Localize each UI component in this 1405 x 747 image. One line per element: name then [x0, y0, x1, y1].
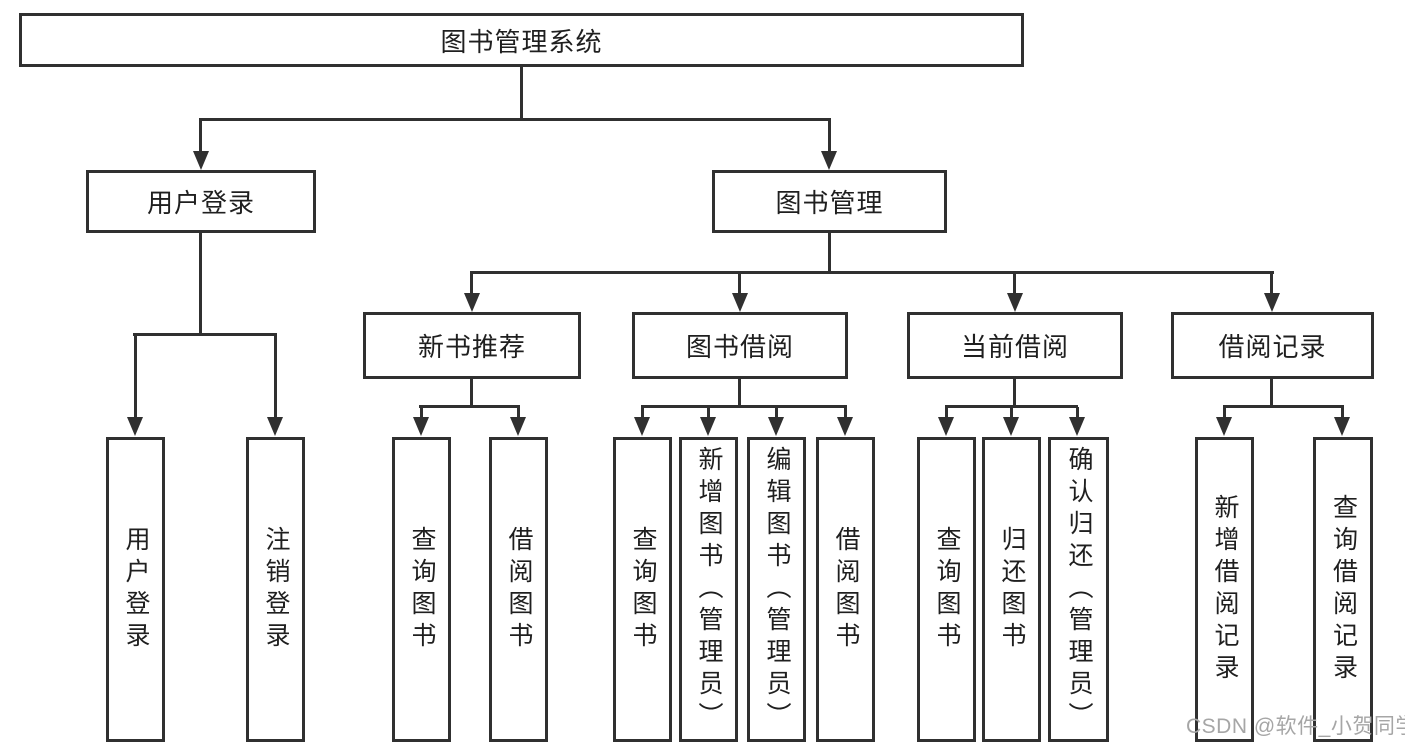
connector	[1341, 407, 1344, 420]
arrowhead-down-icon	[1264, 293, 1280, 312]
connector	[1010, 407, 1013, 420]
connector	[199, 120, 202, 153]
leaf-borrow-books-borrowing: 借阅图书	[816, 437, 875, 742]
leaf-label: 新增借阅记录	[1211, 493, 1239, 686]
connector	[419, 405, 520, 408]
arrowhead-down-icon	[1334, 417, 1350, 436]
node-book-management: 图书管理	[712, 170, 947, 233]
connector	[775, 407, 778, 420]
connector	[199, 118, 831, 121]
connector	[1270, 273, 1273, 297]
leaf-label: 归还图书	[998, 525, 1026, 654]
arrowhead-down-icon	[267, 417, 283, 436]
arrowhead-down-icon	[634, 417, 650, 436]
connector	[133, 333, 277, 336]
leaf-logout-login: 注销登录	[246, 437, 305, 742]
arrowhead-down-icon	[413, 417, 429, 436]
arrowhead-down-icon	[821, 151, 837, 170]
connector	[1270, 378, 1273, 408]
arrowhead-down-icon	[938, 417, 954, 436]
leaf-label: 查询图书	[408, 525, 436, 654]
watermark: CSDN @软件_小贺同学	[1186, 715, 1405, 738]
arrowhead-down-icon	[837, 417, 853, 436]
connector	[420, 407, 423, 420]
arrowhead-down-icon	[1003, 417, 1019, 436]
leaf-label: 借阅图书	[505, 525, 533, 654]
leaf-label: 确认归还（管理员）	[1065, 445, 1093, 734]
connector	[1013, 378, 1016, 408]
connector	[945, 405, 1078, 408]
connector	[470, 271, 1274, 274]
leaf-borrow-books-recommend: 借阅图书	[489, 437, 548, 742]
arrowhead-down-icon	[1069, 417, 1085, 436]
leaf-label: 查询图书	[629, 525, 657, 654]
connector	[199, 232, 202, 336]
leaf-label: 用户登录	[122, 525, 150, 654]
leaf-confirm-return-admin: 确认归还（管理员）	[1048, 437, 1109, 742]
leaf-add-book-admin: 新增图书（管理员）	[679, 437, 738, 742]
leaf-user-login: 用户登录	[106, 437, 165, 742]
connector	[641, 407, 644, 420]
leaf-search-books-recommend: 查询图书	[392, 437, 451, 742]
connector	[707, 407, 710, 420]
leaf-label: 查询图书	[933, 525, 961, 654]
node-new-book-recommendation: 新书推荐	[363, 312, 581, 379]
connector	[738, 378, 741, 408]
node-library-management-system: 图书管理系统	[19, 13, 1024, 67]
connector	[1223, 407, 1226, 420]
connector	[1013, 273, 1016, 297]
node-borrowing-records: 借阅记录	[1171, 312, 1374, 379]
connector	[738, 273, 741, 297]
leaf-label: 注销登录	[262, 525, 290, 654]
connector	[828, 120, 831, 153]
connector	[134, 335, 137, 418]
node-book-borrowing: 图书借阅	[632, 312, 848, 379]
node-user-login: 用户登录	[86, 170, 316, 233]
leaf-search-borrow-record: 查询借阅记录	[1313, 437, 1373, 742]
leaf-label: 编辑图书（管理员）	[763, 445, 791, 734]
connector	[844, 407, 847, 420]
connector	[470, 273, 473, 297]
arrowhead-down-icon	[1216, 417, 1232, 436]
arrowhead-down-icon	[1007, 293, 1023, 312]
leaf-label: 借阅图书	[832, 525, 860, 654]
connector	[641, 405, 847, 408]
leaf-search-books-borrowing: 查询图书	[613, 437, 672, 742]
connector	[470, 378, 473, 408]
connector	[945, 407, 948, 420]
leaf-label: 查询借阅记录	[1329, 493, 1358, 686]
arrowhead-down-icon	[464, 293, 480, 312]
node-current-borrowing: 当前借阅	[907, 312, 1123, 379]
leaf-add-borrow-record: 新增借阅记录	[1195, 437, 1254, 742]
arrowhead-down-icon	[768, 417, 784, 436]
connector	[1076, 407, 1079, 420]
connector	[520, 66, 523, 121]
connector	[1223, 405, 1344, 408]
arrowhead-down-icon	[127, 417, 143, 436]
leaf-label: 新增图书（管理员）	[695, 445, 723, 734]
leaf-search-books-current: 查询图书	[917, 437, 976, 742]
arrowhead-down-icon	[193, 151, 209, 170]
arrowhead-down-icon	[700, 417, 716, 436]
arrowhead-down-icon	[510, 417, 526, 436]
arrowhead-down-icon	[732, 293, 748, 312]
connector	[517, 407, 520, 420]
leaf-edit-book-admin: 编辑图书（管理员）	[747, 437, 806, 742]
leaf-return-books: 归还图书	[982, 437, 1041, 742]
connector	[828, 232, 831, 274]
connector	[274, 335, 277, 418]
